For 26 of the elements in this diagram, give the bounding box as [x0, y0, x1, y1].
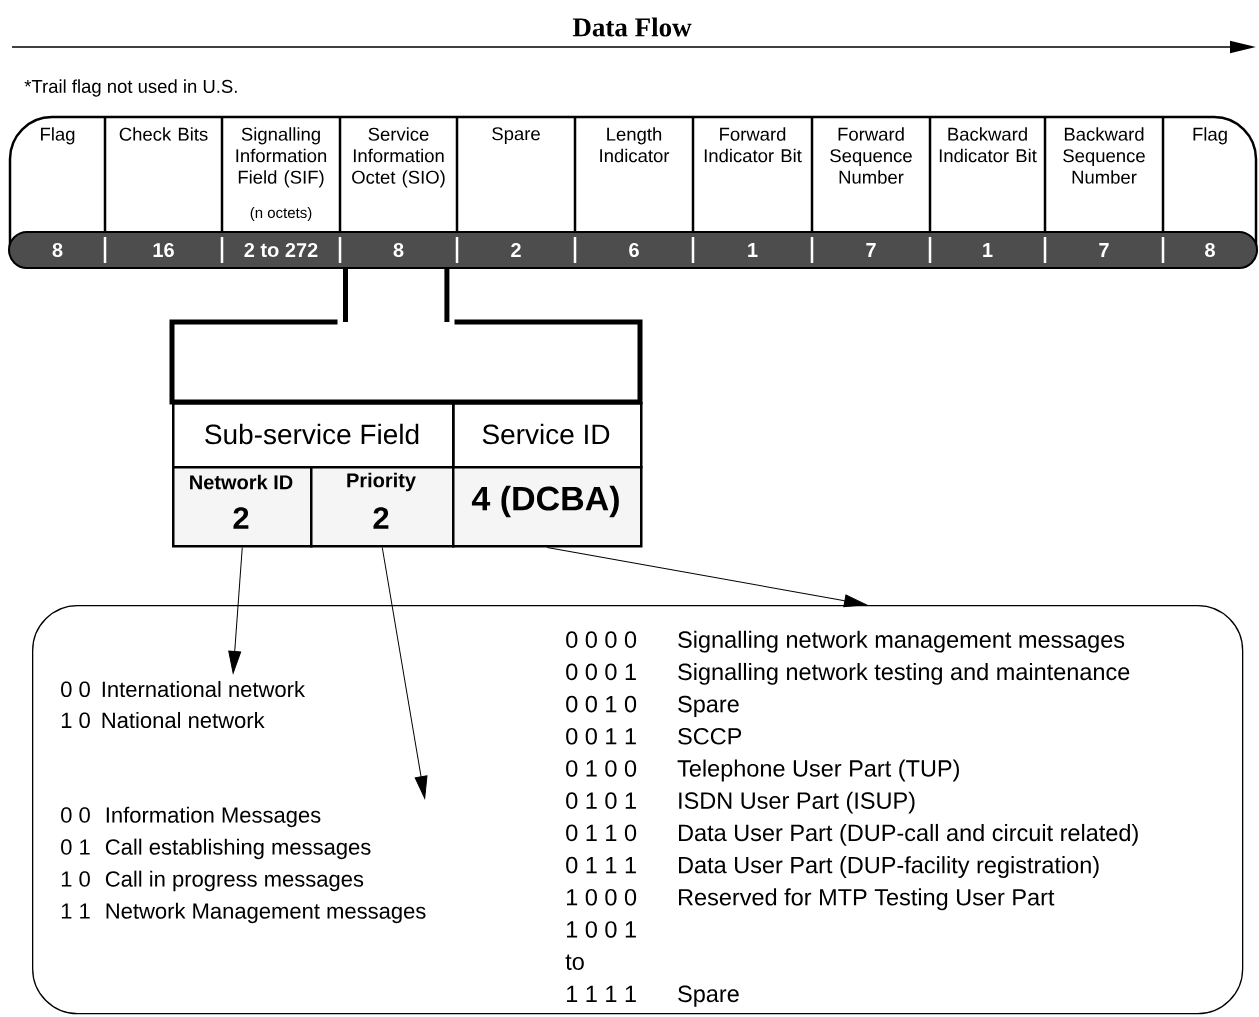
value-cell: Network ID 2 [172, 466, 313, 548]
rounded-panel [32, 605, 1244, 1015]
arrow [381, 547, 428, 799]
arrow [546, 547, 867, 608]
bracket-line [343, 268, 348, 322]
note: *Trail flag not used in U.S. [24, 79, 237, 97]
field-cell: Flag 8 [1193, 127, 1227, 258]
code-list: 0 0 0 0 Signalling network management messages 0 0 0 1 Signalling network testing and maintenance 0 0 1 0 Spare 0 0 1 1 SCCP 0 1 0 0 Telephone User Part (TUP) 0 1 0 1 ISDN User Part (ISUP) 0 1 1 0 Data User Part (DUP-call and circuit related) 0 1 1 1 Data User Part (DUP-facility registration) 1 0 0 0 Reserved for MTP Testing User Part 1 0 0 1 to 1 1 1 1 Spare [565, 630, 1138, 1007]
expansion-box [169, 319, 643, 405]
arrow [228, 547, 243, 674]
field-cell: Signalling Information Field (SIF) (n octets) 2 to 272 [236, 127, 327, 258]
field-cell: Forward Sequence Number 7 [830, 127, 912, 257]
field-cell: Flag 8 [41, 127, 75, 258]
bracket-line [444, 268, 450, 322]
field-cell: Length Indicator 6 [600, 127, 670, 258]
title: Data Flow [572, 17, 692, 37]
field-cell: Backward Sequence Number 7 [1063, 127, 1145, 257]
field-cell: Check Bits 16 [119, 127, 208, 258]
value-cell: Priority 2 [310, 466, 455, 548]
code-list: 0 0 International network 1 0 National network [61, 680, 305, 729]
field-cell: Forward Indicator Bit 1 [704, 127, 802, 257]
field-cell: Service Information Octet (SIO) 8 [352, 127, 445, 258]
value-cell: 4 (DCBA) [452, 466, 643, 548]
field-cell: Spare 2 [492, 127, 540, 257]
field-cell: Backward Indicator Bit 1 [939, 127, 1037, 257]
code-list: 0 0 Information Messages 0 1 Call establishing messages 1 0 Call in progress messages 1 1 Network Management messages [61, 806, 426, 924]
